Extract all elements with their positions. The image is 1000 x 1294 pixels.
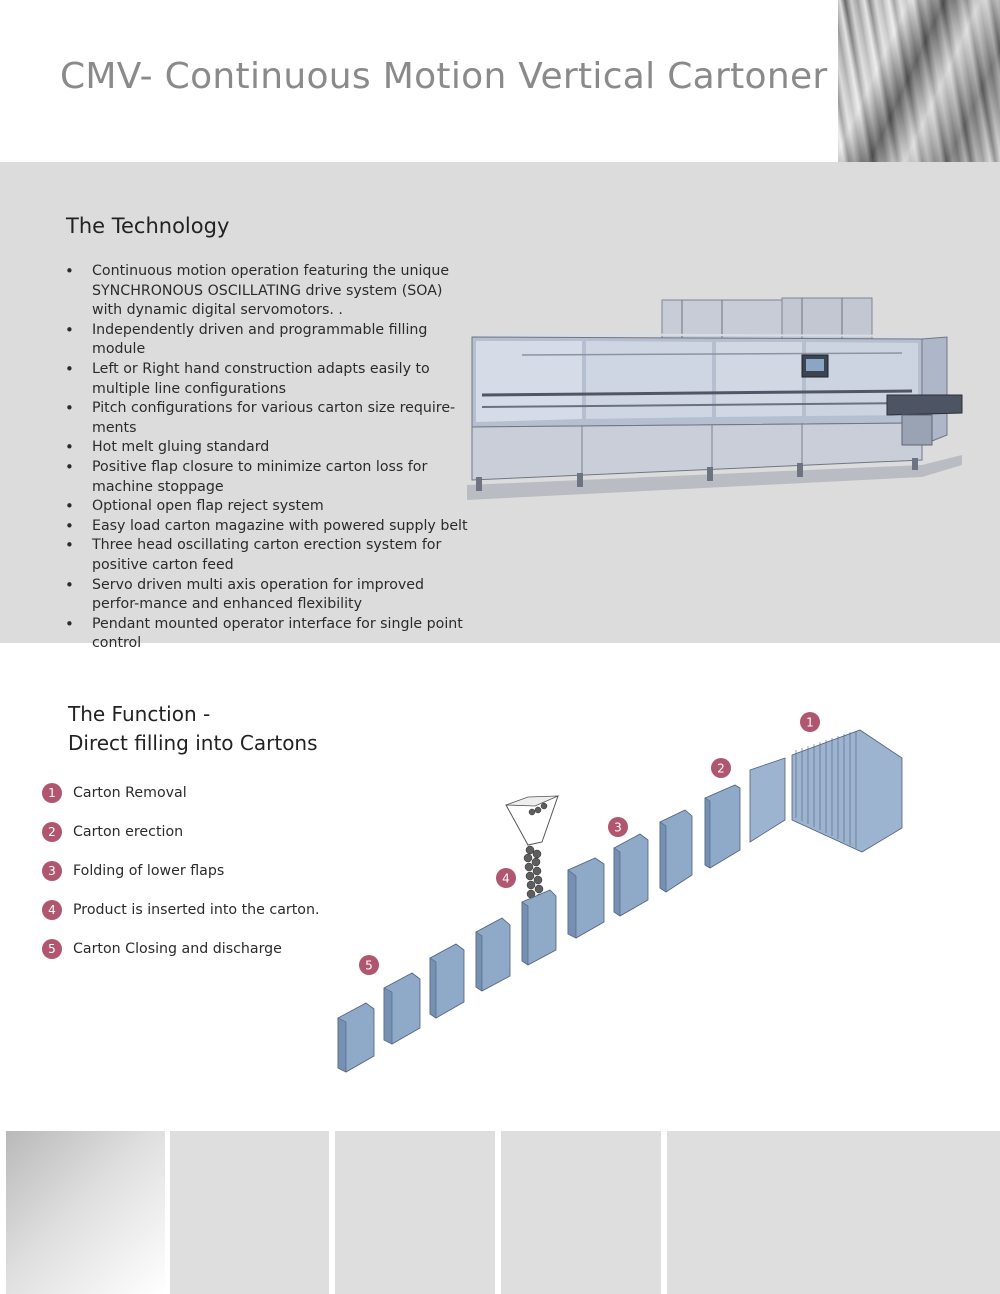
list-item: Optional open flap reject system	[62, 497, 472, 517]
diagram-marker-1: 1	[800, 712, 820, 732]
carton-flat-1	[749, 757, 786, 843]
marker-label: 2	[717, 762, 725, 776]
carton-closing-2	[429, 943, 465, 1019]
carton-closing-1	[475, 917, 511, 992]
carton-lower-flaps	[613, 833, 649, 917]
carton-erecting	[704, 784, 741, 869]
list-item: Pitch configurations for various carton …	[62, 399, 472, 438]
diagram-marker-3: 3	[608, 817, 628, 837]
step-label: Product is inserted into the carton.	[73, 902, 320, 918]
carton-closed-discharge	[337, 1002, 375, 1073]
footer-tile	[335, 1131, 495, 1294]
function-step-1: 1 Carton Removal	[42, 782, 187, 804]
function-heading-line2: Direct filling into Cartons	[68, 731, 318, 755]
carton-closed-1	[383, 972, 421, 1045]
corner-photo	[838, 0, 1000, 162]
carton-erected	[659, 809, 693, 893]
step-label: Carton erection	[73, 824, 184, 840]
function-step-3: 3 Folding of lower flaps	[42, 860, 224, 882]
marker-label: 3	[614, 821, 622, 835]
step-badge: 4	[42, 900, 62, 920]
carton-filling	[521, 889, 557, 966]
step-badge: 5	[42, 939, 62, 959]
carton-folded	[567, 857, 605, 939]
step-badge: 2	[42, 822, 62, 842]
list-item: Pendant mounted operator interface for s…	[62, 615, 472, 654]
technology-list: Continuous motion operation featuring th…	[62, 262, 472, 654]
footer-tile	[170, 1131, 329, 1294]
step-badge: 3	[42, 861, 62, 881]
list-item: Three head oscillating carton erection s…	[62, 536, 472, 575]
footer-tile	[667, 1131, 1000, 1294]
step-label: Carton Closing and discharge	[73, 941, 282, 957]
footer-tile	[501, 1131, 661, 1294]
list-item: Servo driven multi axis operation for im…	[62, 576, 472, 615]
carton-stack	[791, 729, 903, 853]
diagram-marker-2: 2	[711, 758, 731, 778]
carton-process-diagram: 1 2 3 4 5	[337, 712, 903, 1073]
list-item: Easy load carton magazine with powered s…	[62, 517, 472, 537]
diagram-marker-5: 5	[359, 955, 379, 975]
function-heading: The Function - Direct filling into Carto…	[68, 700, 318, 758]
function-heading-line1: The Function -	[68, 702, 211, 726]
list-item: Hot melt gluing standard	[62, 438, 472, 458]
function-step-5: 5 Carton Closing and discharge	[42, 938, 282, 960]
technology-heading: The Technology	[66, 214, 230, 238]
product-hopper	[505, 795, 559, 903]
step-badge: 1	[42, 783, 62, 803]
function-step-4: 4 Product is inserted into the carton.	[42, 899, 319, 921]
function-step-2: 2 Carton erection	[42, 821, 183, 843]
diagram-marker-4: 4	[496, 868, 516, 888]
list-item: Positive flap closure to minimize carton…	[62, 458, 472, 497]
marker-label: 5	[365, 959, 373, 973]
cartoner-machine-image	[467, 297, 963, 500]
list-item: Continuous motion operation featuring th…	[62, 262, 472, 321]
footer-tile-gradient	[6, 1131, 165, 1294]
step-label: Carton Removal	[73, 785, 187, 801]
page-title: CMV- Continuous Motion Vertical Cartoner	[60, 56, 828, 97]
list-item: Left or Right hand construction adapts e…	[62, 360, 472, 399]
marker-label: 1	[806, 716, 814, 730]
marker-label: 4	[502, 872, 510, 886]
list-item: Independently driven and programmable fi…	[62, 321, 472, 360]
step-label: Folding of lower flaps	[73, 863, 225, 879]
